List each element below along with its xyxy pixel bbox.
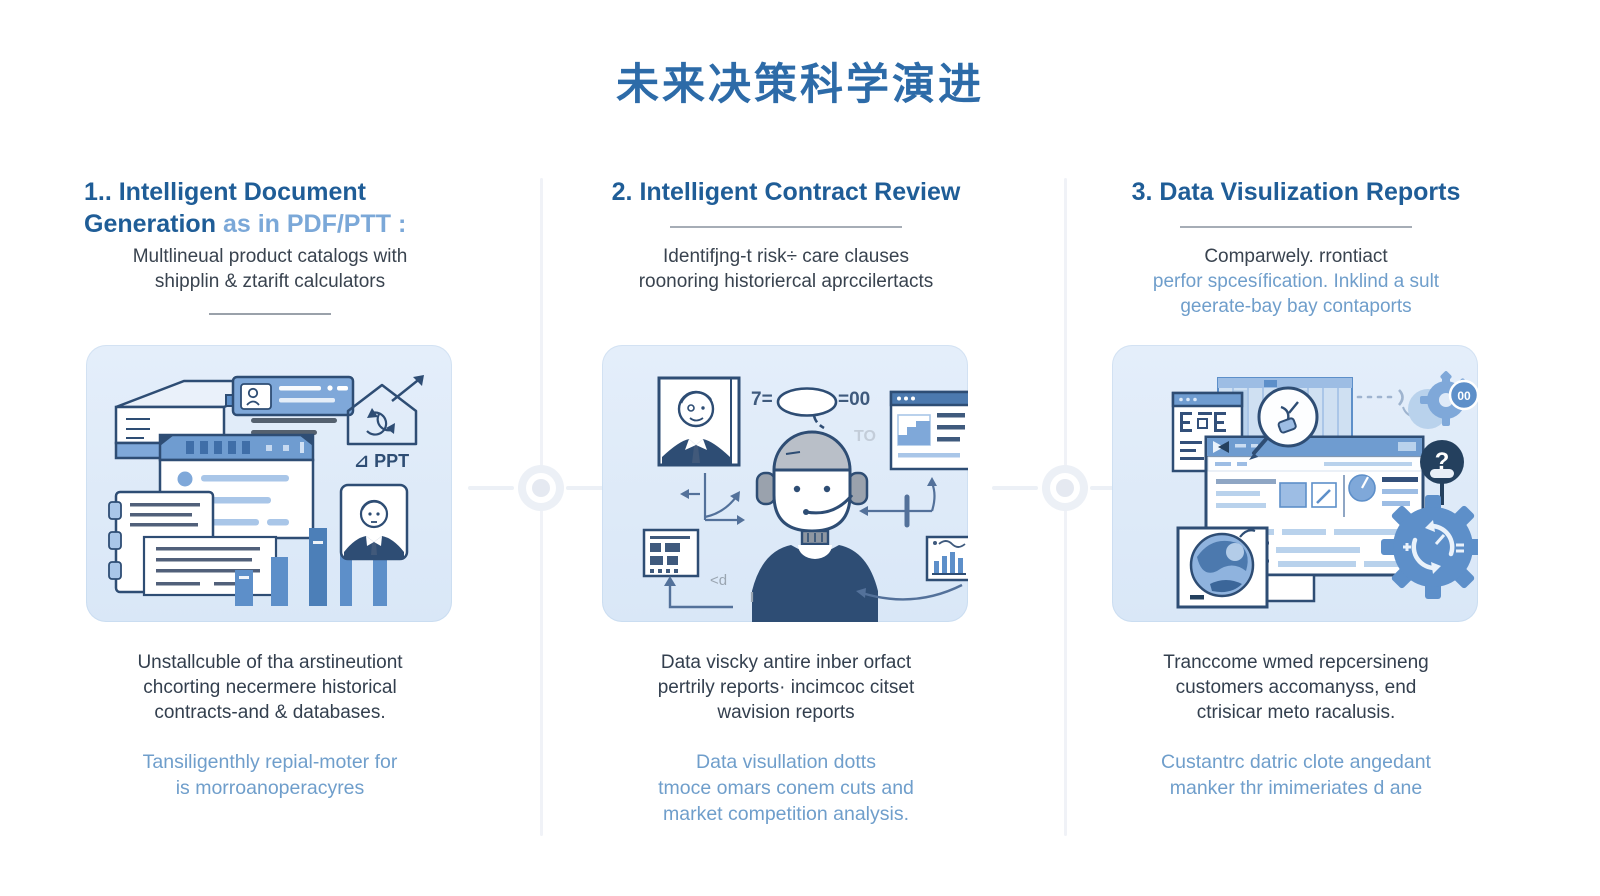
column-1-body-line1: Unstallcuble of tha arstineutiont bbox=[137, 652, 403, 673]
column-1-divider bbox=[209, 313, 331, 315]
column-1-heading-line1: 1.. Intelligent Document bbox=[84, 178, 366, 206]
axis-sketch-icon bbox=[680, 473, 745, 525]
question-mark-label: ? bbox=[1435, 448, 1450, 475]
page-title: 未来决策科学演进 bbox=[616, 61, 984, 109]
contract-review-card: 7= =00 TO bbox=[602, 345, 968, 622]
column-1-body: Unstallcuble of tha arstineutiont chcort… bbox=[70, 650, 470, 725]
column-3-body-line3: ctrisicar meto racalusis. bbox=[1196, 702, 1396, 723]
right-equation-label: =00 bbox=[838, 389, 870, 410]
column-3-footer: Custantrc datric clote angedant manker t… bbox=[1096, 749, 1496, 801]
question-badge-icon: ? bbox=[1420, 440, 1464, 505]
house-convert-icon: ⊿ PPT bbox=[346, 375, 424, 471]
column-3-subtitle-dark: Comparwely. rrontiact bbox=[1204, 246, 1388, 267]
id-badge-toolbar-icon bbox=[231, 375, 355, 417]
magnifier-icon bbox=[1249, 386, 1319, 460]
robot-icon bbox=[752, 430, 878, 622]
column-2-footer-line3: market competition analysis. bbox=[662, 803, 910, 825]
column-1-body-line2: chcorting necermere historical bbox=[143, 677, 397, 698]
column-2-body-line1: Data viscky antire inber orfact bbox=[660, 652, 912, 673]
document-generation-illustration: ⊿ PPT bbox=[108, 375, 424, 606]
column-2-subtitle-line2: roonoring historiercal aprccilertacts bbox=[638, 271, 934, 292]
document-generation-card: ⊿ PPT bbox=[86, 345, 452, 622]
refresh-gear-icon bbox=[1381, 495, 1478, 599]
column-1-footer: Tansiligenthly repial-moter for is morro… bbox=[70, 749, 470, 801]
gear-cluster-icon: 00 bbox=[1408, 371, 1478, 429]
mini-chart-card-icon bbox=[925, 535, 968, 582]
column-document-generation: 1.. Intelligent Document Generation as i… bbox=[84, 0, 456, 896]
contract-review-illustration: 7= =00 TO bbox=[642, 376, 968, 622]
column-1-body-line3: contracts-and & databases. bbox=[154, 702, 386, 723]
column-3-body: Tranccome wmed repcersineng customers ac… bbox=[1096, 650, 1496, 725]
speech-bubble-icon: 7= =00 TO bbox=[751, 387, 876, 445]
portrait-icon bbox=[339, 483, 409, 561]
connector-node-1 bbox=[518, 465, 564, 511]
framed-portrait-icon bbox=[657, 376, 741, 467]
column-1-heading-line2-light: as in PDF/PTT : bbox=[222, 210, 407, 238]
column-1-heading-line2-dark: Generation bbox=[84, 210, 216, 238]
column-2-footer: Data visullation dotts tmoce omars conem… bbox=[586, 749, 986, 827]
column-3-heading: 3. Data Visulization Reports bbox=[1131, 178, 1461, 206]
column-2-footer-line1: Data visullation dotts bbox=[696, 751, 876, 773]
column-2-subtitle-line1: Identifjng-t risk÷ care clauses bbox=[663, 246, 909, 267]
browser-chart-icon bbox=[889, 390, 968, 471]
column-1-subtitle-line2: shipplin & ztarift calculators bbox=[154, 271, 386, 292]
connector-stub bbox=[468, 486, 514, 490]
column-2-footer-line2: tmoce omars conem cuts and bbox=[658, 777, 914, 799]
column-2-heading: 2. Intelligent Contract Review bbox=[611, 178, 961, 206]
column-1-footer-line1: Tansiligenthly repial-moter for bbox=[142, 751, 398, 773]
column-3-body-line2: customers accomanyss, end bbox=[1175, 677, 1417, 698]
column-1-heading: 1.. Intelligent Document Generation as i… bbox=[84, 176, 456, 240]
small-glyph-label: <d bbox=[710, 572, 727, 589]
column-3-divider bbox=[1180, 226, 1412, 228]
to-label: TO bbox=[854, 428, 876, 445]
column-3-footer-line1: Custantrc datric clote angedant bbox=[1161, 751, 1431, 773]
data-visualization-card: 00 bbox=[1112, 345, 1478, 622]
ppt-label: ⊿ PPT bbox=[354, 451, 409, 471]
column-3-body-line1: Tranccome wmed repcersineng bbox=[1163, 652, 1429, 673]
connector-stub bbox=[992, 486, 1038, 490]
data-card-icon bbox=[642, 528, 700, 578]
column-2-divider bbox=[670, 226, 902, 228]
document-page-icon bbox=[142, 535, 278, 597]
left-equation-label: 7= bbox=[751, 389, 773, 410]
column-3-subtitle-blue-line1: perfor spcesífication. Inklind a sult bbox=[1152, 271, 1440, 292]
column-1-subtitle: Multlineual product catalogs with shippl… bbox=[74, 244, 466, 294]
gear-badge-label: 00 bbox=[1457, 389, 1471, 403]
column-2-body-line2: pertrily reports· incimcoc citset bbox=[657, 677, 915, 698]
text-lines bbox=[251, 418, 337, 435]
data-visualization-illustration: 00 bbox=[1171, 371, 1478, 609]
globe-card-icon bbox=[1176, 526, 1269, 609]
column-3-subtitle-blue-line2: geerate-bay bay contaports bbox=[1180, 296, 1412, 317]
column-data-visualization: 3. Data Visulization Reports Comparwely.… bbox=[1110, 0, 1482, 896]
column-1-heading-line2: Generation as in PDF/PTT : bbox=[84, 208, 456, 240]
connector-node-2 bbox=[1042, 465, 1088, 511]
dashboard-window-icon bbox=[1204, 435, 1425, 603]
column-1-footer-line2: is morroanoperacyres bbox=[175, 777, 365, 799]
column-2-subtitle: Identifjng-t risk÷ care clauses roonorin… bbox=[590, 244, 982, 294]
column-1-subtitle-line1: Multlineual product catalogs with bbox=[132, 246, 408, 267]
column-3-footer-line2: manker thr imimeriates d ane bbox=[1169, 777, 1423, 799]
flow-arrows bbox=[664, 477, 963, 609]
column-2-body: Data viscky antire inber orfact pertrily… bbox=[586, 650, 986, 725]
dashed-link bbox=[1356, 389, 1417, 418]
connector-stub bbox=[566, 486, 612, 490]
column-3-subtitle: Comparwely. rrontiact perfor spcesíficat… bbox=[1100, 244, 1492, 319]
column-2-body-line3: wavision reports bbox=[717, 702, 855, 723]
column-contract-review: 2. Intelligent Contract Review Identifjn… bbox=[600, 0, 972, 896]
